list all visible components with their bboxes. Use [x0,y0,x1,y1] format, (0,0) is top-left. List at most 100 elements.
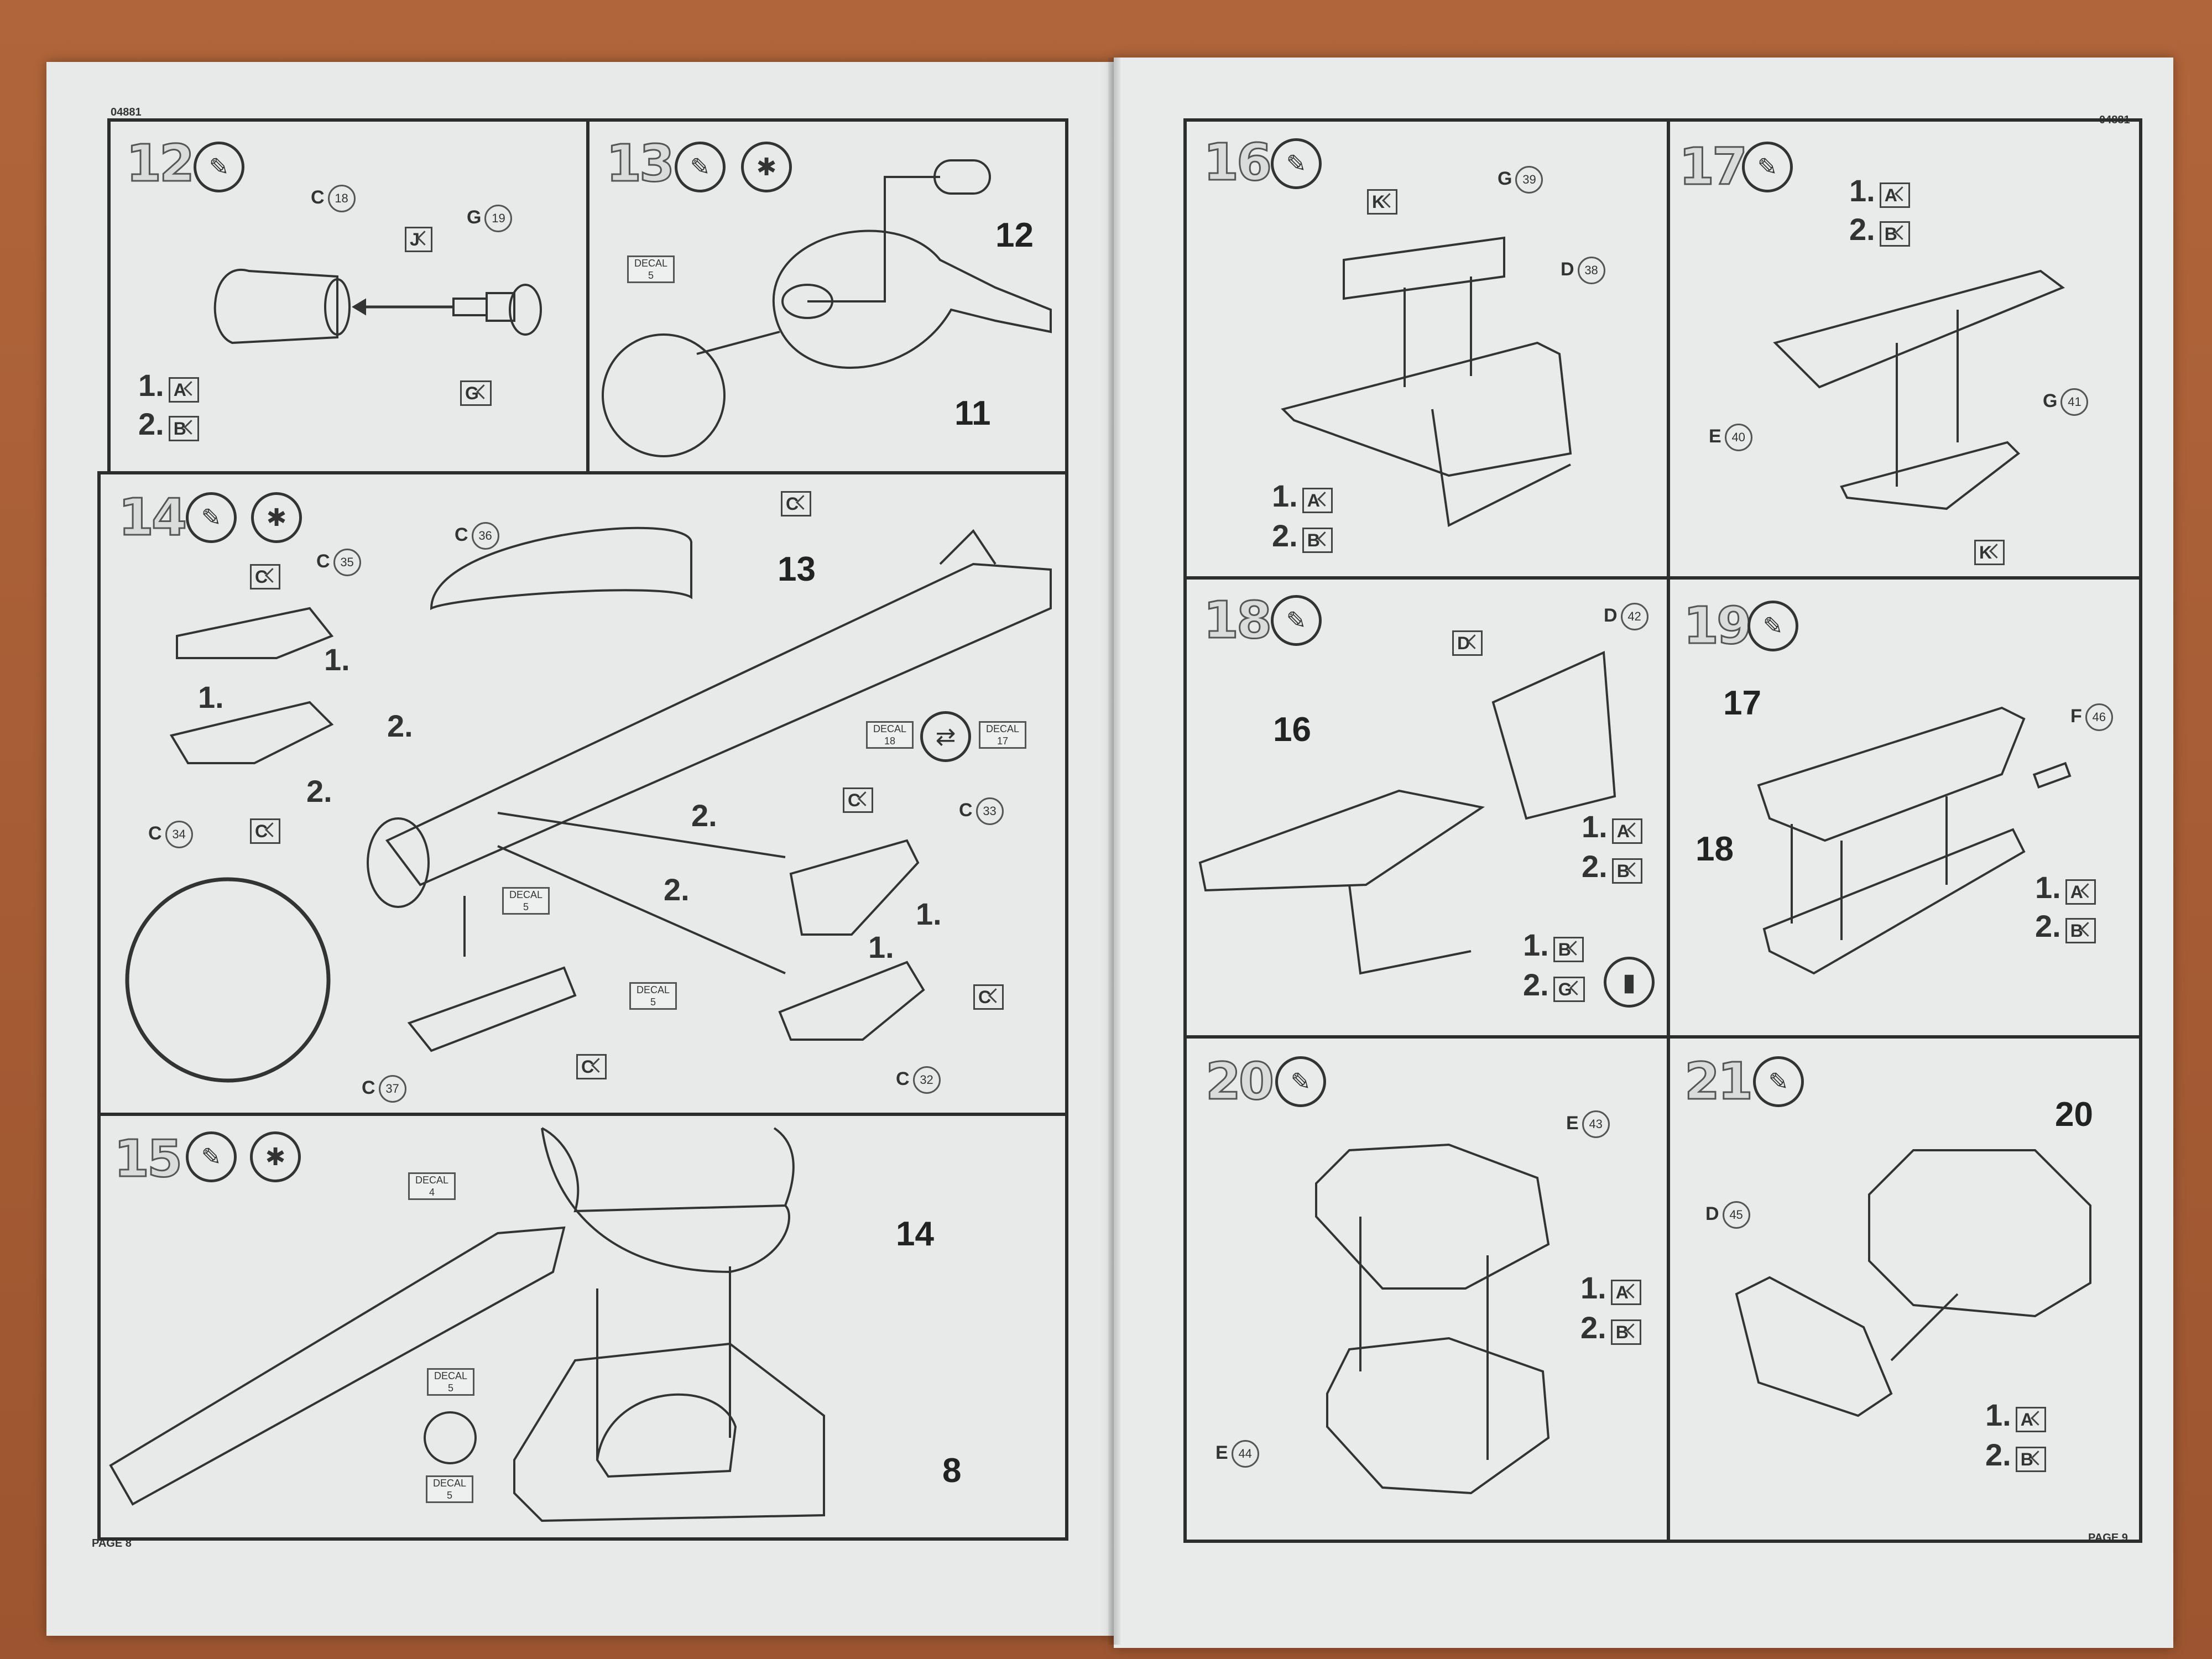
subassembly-8: 8 [942,1452,962,1490]
doc-code-left: 04881 [111,106,142,118]
paint-step-2: 2.B [2035,908,2096,944]
color-label-c: C [246,818,281,844]
glue-tube-icon: ✎ [194,142,244,192]
step-label-2: 2. [306,774,332,808]
subassembly-20: 20 [2055,1095,2093,1134]
paint-step-2: 2.B [1580,1310,1641,1345]
color-label-g: G [456,380,492,406]
swap-icon: ⇄ [920,711,971,762]
step-16-number: 16 [1202,133,1272,192]
paint-step-1: 1.A [1849,173,1910,208]
color-label-c: C [572,1054,607,1079]
subassembly-12: 12 [995,216,1034,254]
step-label-2: 2. [387,708,413,743]
step-15-panel [97,1113,1068,1541]
step-label-2: 2. [664,872,690,907]
step-12-number: 12 [125,134,195,193]
paint-icon: ✱ [250,1131,301,1182]
step-label-2: 2. [691,798,717,833]
step-21-number: 21 [1683,1052,1754,1111]
paint-step-1: 1.A [1580,1270,1641,1306]
glue-tube-icon: ✎ [186,1131,237,1182]
glue-tube-icon: ✎ [1753,1056,1804,1107]
color-label-d: D [1448,630,1483,656]
paint-step-1: 1.A [1582,808,1642,844]
step-15-base [513,1342,825,1522]
paint-step-2: 2.B [1272,518,1333,554]
glue-tube-icon: ✎ [675,142,726,192]
step-14-fuselage [385,562,1052,886]
glue-tube-icon: ✎ [1742,142,1793,192]
step-18-part-16 [1198,789,1485,892]
right-page [1114,58,2173,1648]
step-16-part-k [1343,236,1505,300]
step-15-number: 15 [113,1129,183,1188]
glue-tube-icon: ✎ [1271,595,1322,646]
subassembly-17: 17 [1723,684,1761,722]
step-15-fuselage [109,1226,566,1506]
color-label-j: J [400,227,432,252]
step-21-part-d45 [1735,1276,1893,1417]
color-label-k: K [1970,540,2005,565]
glue-tube-icon: ✎ [1275,1056,1326,1107]
paint-step-2: 2.B [1985,1437,2046,1473]
step-17-number: 17 [1678,137,1748,196]
color-label-k: K [1363,189,1398,215]
step-19-part-18 [1762,828,2026,975]
paint-bottle-icon: ▮ [1604,957,1655,1008]
glue-tube-icon: ✎ [1271,138,1322,189]
subassembly-18: 18 [1695,830,1734,868]
step-13-detail-circle [602,333,726,457]
step-19-part-17 [1757,706,2026,842]
step-18-part-d42 [1491,651,1616,820]
step-14-number: 14 [117,488,187,547]
page-fold [1108,58,1120,1645]
step-label-1: 1. [324,642,350,677]
color-label-c: C [969,984,1004,1010]
paint-step-1: 1.B [1523,927,1584,963]
step-17-part-e40 [1773,269,2065,389]
step-20-part-e43 [1315,1143,1550,1290]
paint-step-2: 2.G [1523,967,1585,1003]
step-14-part-c34 [169,701,334,764]
left-page [46,62,1114,1636]
paint-step-2: 2.B [1849,211,1910,247]
color-label-c: C [838,787,874,813]
step-13-number: 13 [605,134,675,193]
color-label-c: C [246,564,281,589]
step-label-1: 1. [868,930,894,964]
step-20-part-e44 [1326,1337,1550,1495]
paint-icon: ✱ [741,142,792,192]
step-18-number: 18 [1202,591,1272,650]
step-13-fuselage [772,229,1052,369]
paint-icon: ✱ [251,492,302,543]
step-label-1: 1. [916,896,942,931]
subassembly-11: 11 [954,394,991,432]
paint-step-1: 1.A [2035,869,2096,905]
step-21-panel [1667,1035,2142,1543]
step-17-part-g41 [1840,441,2021,510]
paint-step-2: 2.B [138,406,199,442]
subassembly-14: 14 [896,1215,934,1253]
